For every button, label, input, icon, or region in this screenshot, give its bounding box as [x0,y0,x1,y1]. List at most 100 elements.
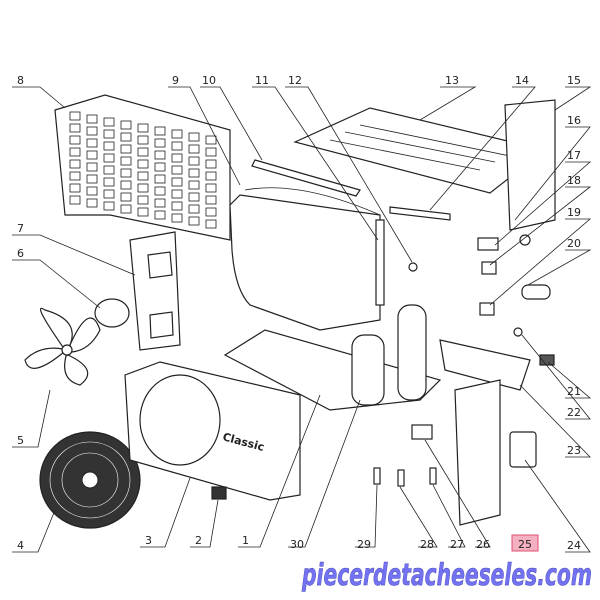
grille-cell [120,120,132,130]
callout-2: 2 [195,534,202,547]
part-16-terminal[interactable] [477,237,499,251]
part-26-valve[interactable] [411,424,433,440]
grille-cell [137,195,149,205]
grille-cell [69,135,81,145]
grille-cell [154,174,166,184]
grille-cell [171,189,183,199]
grille-cell [137,183,149,193]
callout-3: 3 [145,534,152,547]
grille-cell [103,153,115,163]
callout-4: 4 [17,539,24,552]
grille-cell [205,147,217,157]
grille-cell [120,192,132,202]
grille-cell [69,159,81,169]
callout-16: 16 [567,114,581,127]
callout-5: 5 [17,434,24,447]
callout-7: 7 [17,222,24,235]
callout-28: 28 [420,538,434,551]
part-2-logo-plate[interactable] [211,486,227,500]
grille-cell [137,123,149,133]
grille-cell [188,144,200,154]
part-27-pressure-switch[interactable] [429,467,437,485]
grille-cell [86,162,98,172]
grille-cell [154,210,166,220]
part-14-strip[interactable] [389,206,451,221]
grille-cell [171,129,183,139]
grille-cell [188,204,200,214]
grille-cell [137,171,149,181]
part-7-motor-bracket[interactable] [129,231,181,351]
grille-cell [103,165,115,175]
callout-10: 10 [202,74,216,87]
grille-cell [154,198,166,208]
grille-cell [86,186,98,196]
callout-8: 8 [17,74,24,87]
grille-cell [188,216,200,226]
part-6-fan-motor[interactable] [94,298,130,328]
callout-21: 21 [567,385,581,398]
grille-cell [69,195,81,205]
grille-cell [120,132,132,142]
grille-cell [69,183,81,193]
grille-cell [188,156,200,166]
callout-25: 25 [518,538,532,551]
grille-cell [205,171,217,181]
part-12-valve[interactable] [408,262,418,272]
part-11-coil-end[interactable] [375,219,385,306]
watermark: piecerdetacheeseles.com [301,558,592,593]
part-1-base-tray[interactable] [223,329,442,411]
grille-cell [171,177,183,187]
callout-18: 18 [567,174,581,187]
grille-cell [69,111,81,121]
callout-14: 14 [515,74,529,87]
grille-cell [69,147,81,157]
grille-cell [120,144,132,154]
grille-cell [188,132,200,142]
part-19-cap[interactable] [519,234,531,246]
callout-26: 26 [476,538,490,551]
callout-24: 24 [567,539,581,552]
callout-labels: 8 9 10 11 12 13 14 15 16 17 18 19 20 21 … [17,74,581,552]
grille-cell [205,207,217,217]
part-10-strip[interactable] [251,159,361,197]
callout-29: 29 [357,538,371,551]
callout-30: 30 [290,538,304,551]
grille-cell [103,117,115,127]
callout-6: 6 [17,247,24,260]
grille-cell [171,201,183,211]
grille-cell [205,183,217,193]
part-28-filter[interactable] [397,469,405,487]
part-21-connector[interactable] [539,354,555,366]
grille-cell [171,165,183,175]
part-18-sensor[interactable] [479,302,495,316]
grille-cell [86,150,98,160]
part-29-sensor[interactable] [373,467,381,485]
part-15-side-panel[interactable] [504,99,556,231]
part-5-fan-blade[interactable] [24,307,101,386]
part-20-capacitor[interactable] [521,284,551,300]
part-8-back-grille[interactable] [54,94,231,241]
grille-cell [86,126,98,136]
part-23-cover-plate[interactable] [439,339,531,391]
grille-cell [154,126,166,136]
grille-cell [154,138,166,148]
part-30-compressor[interactable] [351,304,427,406]
part-24-right-panel[interactable] [454,379,537,526]
grille-cell [137,207,149,217]
grille-cell [86,138,98,148]
callout-12: 12 [288,74,302,87]
grille-cell [103,189,115,199]
grille-cell [205,195,217,205]
grille-cell [171,141,183,151]
grille-cell [188,192,200,202]
part-3-front-panel[interactable]: Classic [124,361,301,501]
grille-cell [171,153,183,163]
part-4-fan-guard[interactable] [39,431,141,529]
grille-cell [154,162,166,172]
part-17-relay[interactable] [481,261,497,275]
callout-23: 23 [567,444,581,457]
callout-17: 17 [567,149,581,162]
part-22-screw[interactable] [513,327,523,337]
grille-cell [137,159,149,169]
